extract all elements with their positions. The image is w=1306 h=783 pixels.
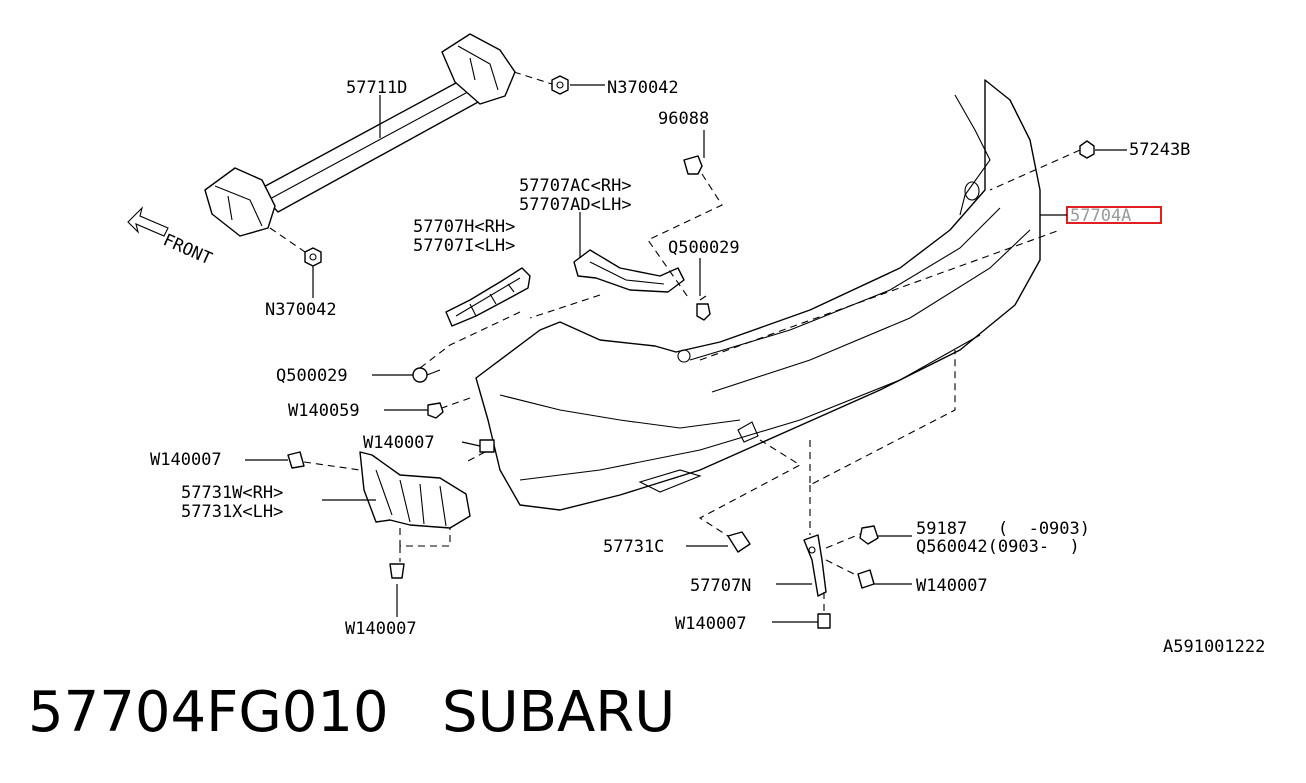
label-57704a: 57704A bbox=[1070, 206, 1131, 226]
label-57731w: 57731W<RH> bbox=[181, 483, 283, 503]
fastener-w140007-a bbox=[479, 439, 495, 453]
label-57243b: 57243B bbox=[1129, 140, 1190, 160]
assembly-lines bbox=[269, 71, 1081, 612]
label-w140007-b: W140007 bbox=[150, 450, 222, 470]
label-n370042-left: N370042 bbox=[265, 300, 337, 320]
label-57707i: 57707I<LH> bbox=[413, 236, 515, 256]
clip-57243b bbox=[1079, 140, 1095, 159]
label-96088: 96088 bbox=[658, 109, 709, 129]
side-bracket-57707ac bbox=[573, 249, 685, 293]
screw-q500029-left bbox=[412, 367, 441, 383]
label-57707ad: 57707AD<LH> bbox=[519, 195, 632, 215]
caption: 57704FG010 SUBARU bbox=[28, 680, 675, 745]
side-bracket-57707h bbox=[445, 267, 531, 327]
label-57707ac: 57707AC<RH> bbox=[519, 176, 632, 196]
label-q560042: Q560042(0903- ) bbox=[916, 537, 1080, 557]
fastener-w140007-c bbox=[389, 563, 405, 579]
fastener-w140059 bbox=[427, 402, 444, 419]
label-w140059: W140059 bbox=[288, 401, 360, 421]
label-n370042-top: N370042 bbox=[607, 78, 679, 98]
brand-name: SUBARU bbox=[442, 680, 676, 745]
part-number: 57704FG010 bbox=[28, 680, 389, 745]
nut-n370042-top bbox=[551, 75, 569, 95]
label-59187: 59187 ( -0903) bbox=[916, 519, 1090, 539]
label-w140007-e: W140007 bbox=[675, 614, 747, 634]
label-57707n: 57707N bbox=[690, 576, 751, 596]
screw-59187 bbox=[859, 525, 879, 545]
cap-57731c bbox=[727, 531, 751, 553]
label-57707h: 57707H<RH> bbox=[413, 217, 515, 237]
leader-lines bbox=[245, 84, 1127, 623]
screw-q500029-right bbox=[696, 295, 711, 321]
bumper-cover-57704a bbox=[475, 79, 1041, 511]
nut-n370042-left bbox=[304, 247, 322, 267]
label-front: FRONT bbox=[160, 230, 215, 269]
label-w140007-d: W140007 bbox=[916, 576, 988, 596]
label-57731x: 57731X<LH> bbox=[181, 502, 283, 522]
label-reference-code: A591001222 bbox=[1163, 637, 1265, 657]
fastener-w140007-e bbox=[817, 613, 831, 629]
fastener-w140007-d bbox=[857, 569, 875, 589]
parts-diagram: 57711D N370042 N370042 FRONT 96088 57707… bbox=[127, 33, 1265, 657]
front-arrow-icon bbox=[127, 206, 169, 237]
fastener-w140007-b bbox=[287, 451, 305, 469]
label-57711d: 57711D bbox=[346, 78, 407, 98]
label-q500029-left: Q500029 bbox=[276, 366, 348, 386]
label-q500029-right: Q500029 bbox=[668, 238, 740, 258]
bracket-57707n bbox=[803, 534, 827, 597]
bracket-57731w bbox=[359, 451, 471, 529]
label-w140007-c: W140007 bbox=[345, 619, 417, 639]
label-w140007-a: W140007 bbox=[363, 433, 435, 453]
clip-96088 bbox=[683, 155, 703, 175]
label-57731c: 57731C bbox=[603, 537, 664, 557]
bumper-beam-57711d bbox=[204, 33, 516, 237]
